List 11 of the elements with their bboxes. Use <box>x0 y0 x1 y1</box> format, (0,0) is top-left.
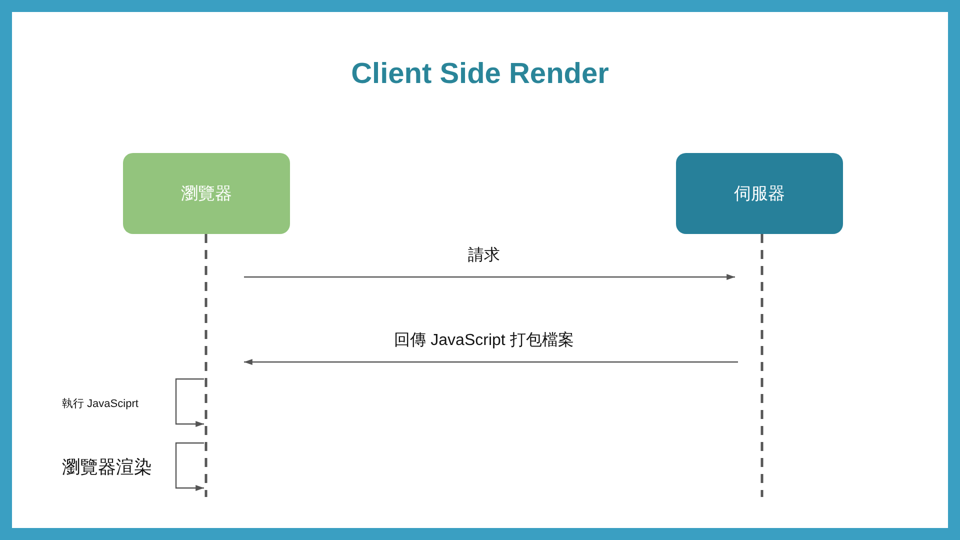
edge-label: 回傳 JavaScript 打包檔案 <box>394 330 574 351</box>
message-arrow <box>244 359 738 365</box>
title: Client Side Render <box>350 58 610 91</box>
edge-label: 執行 JavaSciprt <box>62 397 138 411</box>
edge-label: 瀏覽器渲染 <box>62 456 152 479</box>
edge-label: 請求 <box>468 246 500 266</box>
participant-label: 瀏覽器 <box>181 183 232 205</box>
message-arrow <box>175 378 204 427</box>
message-arrow <box>244 274 735 280</box>
participant-label: 伺服器 <box>734 183 785 205</box>
message-arrow <box>175 442 204 491</box>
